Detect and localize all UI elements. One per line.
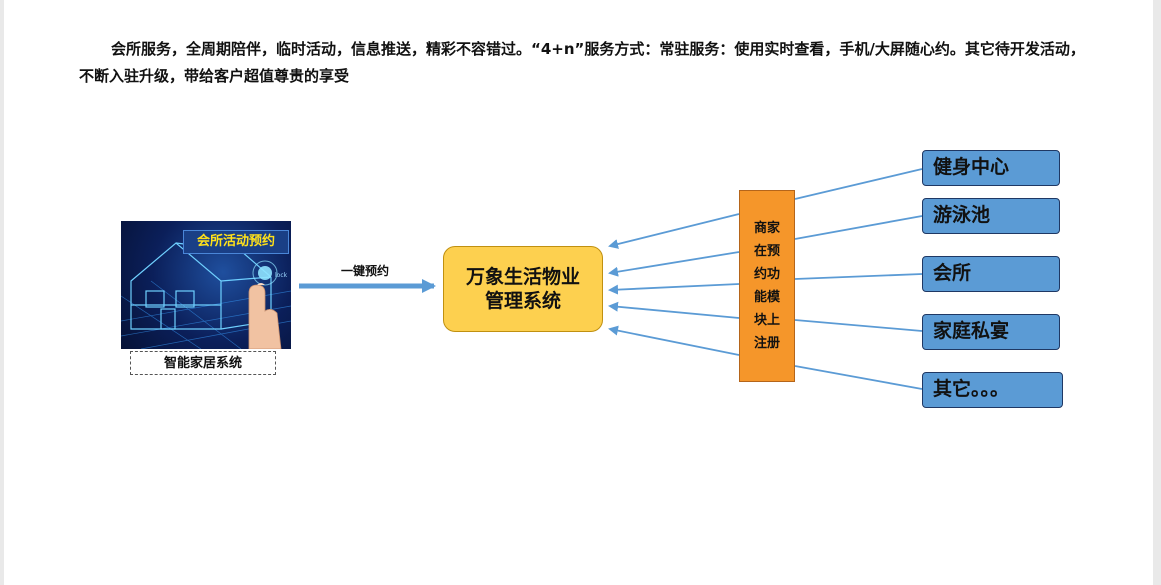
line-service-3 [794, 273, 923, 280]
arrow-merchant-to-system-4 [608, 301, 740, 319]
connector-layer [299, 168, 923, 390]
merchant-registration-label: 商家在预约功能模块上注册 [753, 221, 780, 351]
service-others: 其它。。。 [922, 372, 1063, 408]
line-service-2 [794, 215, 923, 240]
arrow-merchant-to-system-3 [608, 283, 740, 295]
lock-text: lock [275, 272, 288, 279]
property-management-system-box: 万象生活物业管理系统 [443, 246, 603, 332]
service-clubhouse: 会所 [922, 256, 1060, 292]
central-system-label: 万象生活物业管理系统 [465, 266, 580, 312]
service-swimming-pool: 游泳池 [922, 198, 1060, 234]
intro-paragraph: 会所服务，全周期陪伴，临时活动，信息推送，精彩不容错过。“4+n”服务方式：常驻… [79, 40, 1085, 85]
document-page: 会所服务，全周期陪伴，临时活动，信息推送，精彩不容错过。“4+n”服务方式：常驻… [4, 0, 1153, 585]
arrow-merchant-to-system-1 [608, 213, 740, 249]
house-illustration: lock [121, 242, 291, 349]
booking-arrow-label: 一键预约 [340, 264, 389, 278]
line-service-5 [794, 365, 923, 390]
line-service-1 [794, 168, 923, 200]
arrow-merchant-to-system-5 [608, 325, 740, 356]
service-private-banquet: 家庭私宴 [922, 314, 1060, 350]
activity-booking-banner: 会所活动预约 [183, 230, 289, 254]
merchant-registration-box: 商家在预约功能模块上注册 [739, 190, 795, 382]
service-fitness-center: 健身中心 [922, 150, 1060, 186]
smart-home-image: lock 会所活动预约 [121, 221, 291, 349]
arrow-merchant-to-system-2 [608, 251, 740, 277]
smart-home-caption: 智能家居系统 [130, 351, 276, 375]
line-service-4 [794, 319, 923, 332]
